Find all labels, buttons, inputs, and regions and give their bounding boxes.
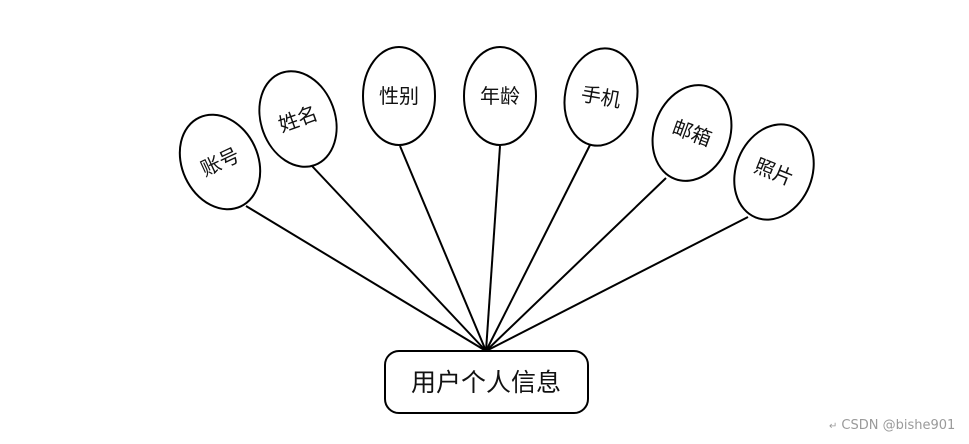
- attribute-age: 年龄: [463, 46, 537, 146]
- watermark: ↵CSDN @bishe901: [829, 418, 955, 433]
- attribute-gender: 性别: [362, 46, 436, 146]
- entity-user-info: 用户个人信息: [384, 350, 589, 414]
- attribute-ellipse: [563, 47, 639, 147]
- entity-box: [384, 350, 589, 414]
- connector-gender: [399, 145, 487, 352]
- connectors: [245, 144, 749, 352]
- attribute-label: 年龄: [480, 84, 520, 108]
- connector-phone: [485, 144, 591, 352]
- attribute-name: 姓名: [258, 70, 338, 168]
- attribute-ellipse: [733, 123, 815, 221]
- connector-account: [245, 205, 487, 352]
- attribute-ellipse: [178, 113, 262, 211]
- attribute-label: 性别: [379, 84, 419, 108]
- attribute-ellipse: [463, 46, 537, 146]
- attribute-email: 邮箱: [651, 84, 733, 182]
- attribute-phone: 手机: [563, 47, 639, 147]
- watermark-text: CSDN @bishe901: [841, 418, 956, 433]
- attribute-account: 账号: [178, 113, 262, 211]
- connector-age: [485, 145, 501, 352]
- connector-name: [311, 165, 487, 352]
- connector-photo: [485, 216, 749, 352]
- attribute-ellipse: [362, 46, 436, 146]
- attribute-photo: 照片: [733, 123, 815, 221]
- attribute-ellipse: [651, 84, 733, 182]
- attribute-ellipse: [258, 70, 338, 168]
- entity-label: 用户个人信息: [411, 368, 561, 397]
- return-mark-icon: ↵: [829, 421, 838, 432]
- connector-email: [485, 177, 667, 352]
